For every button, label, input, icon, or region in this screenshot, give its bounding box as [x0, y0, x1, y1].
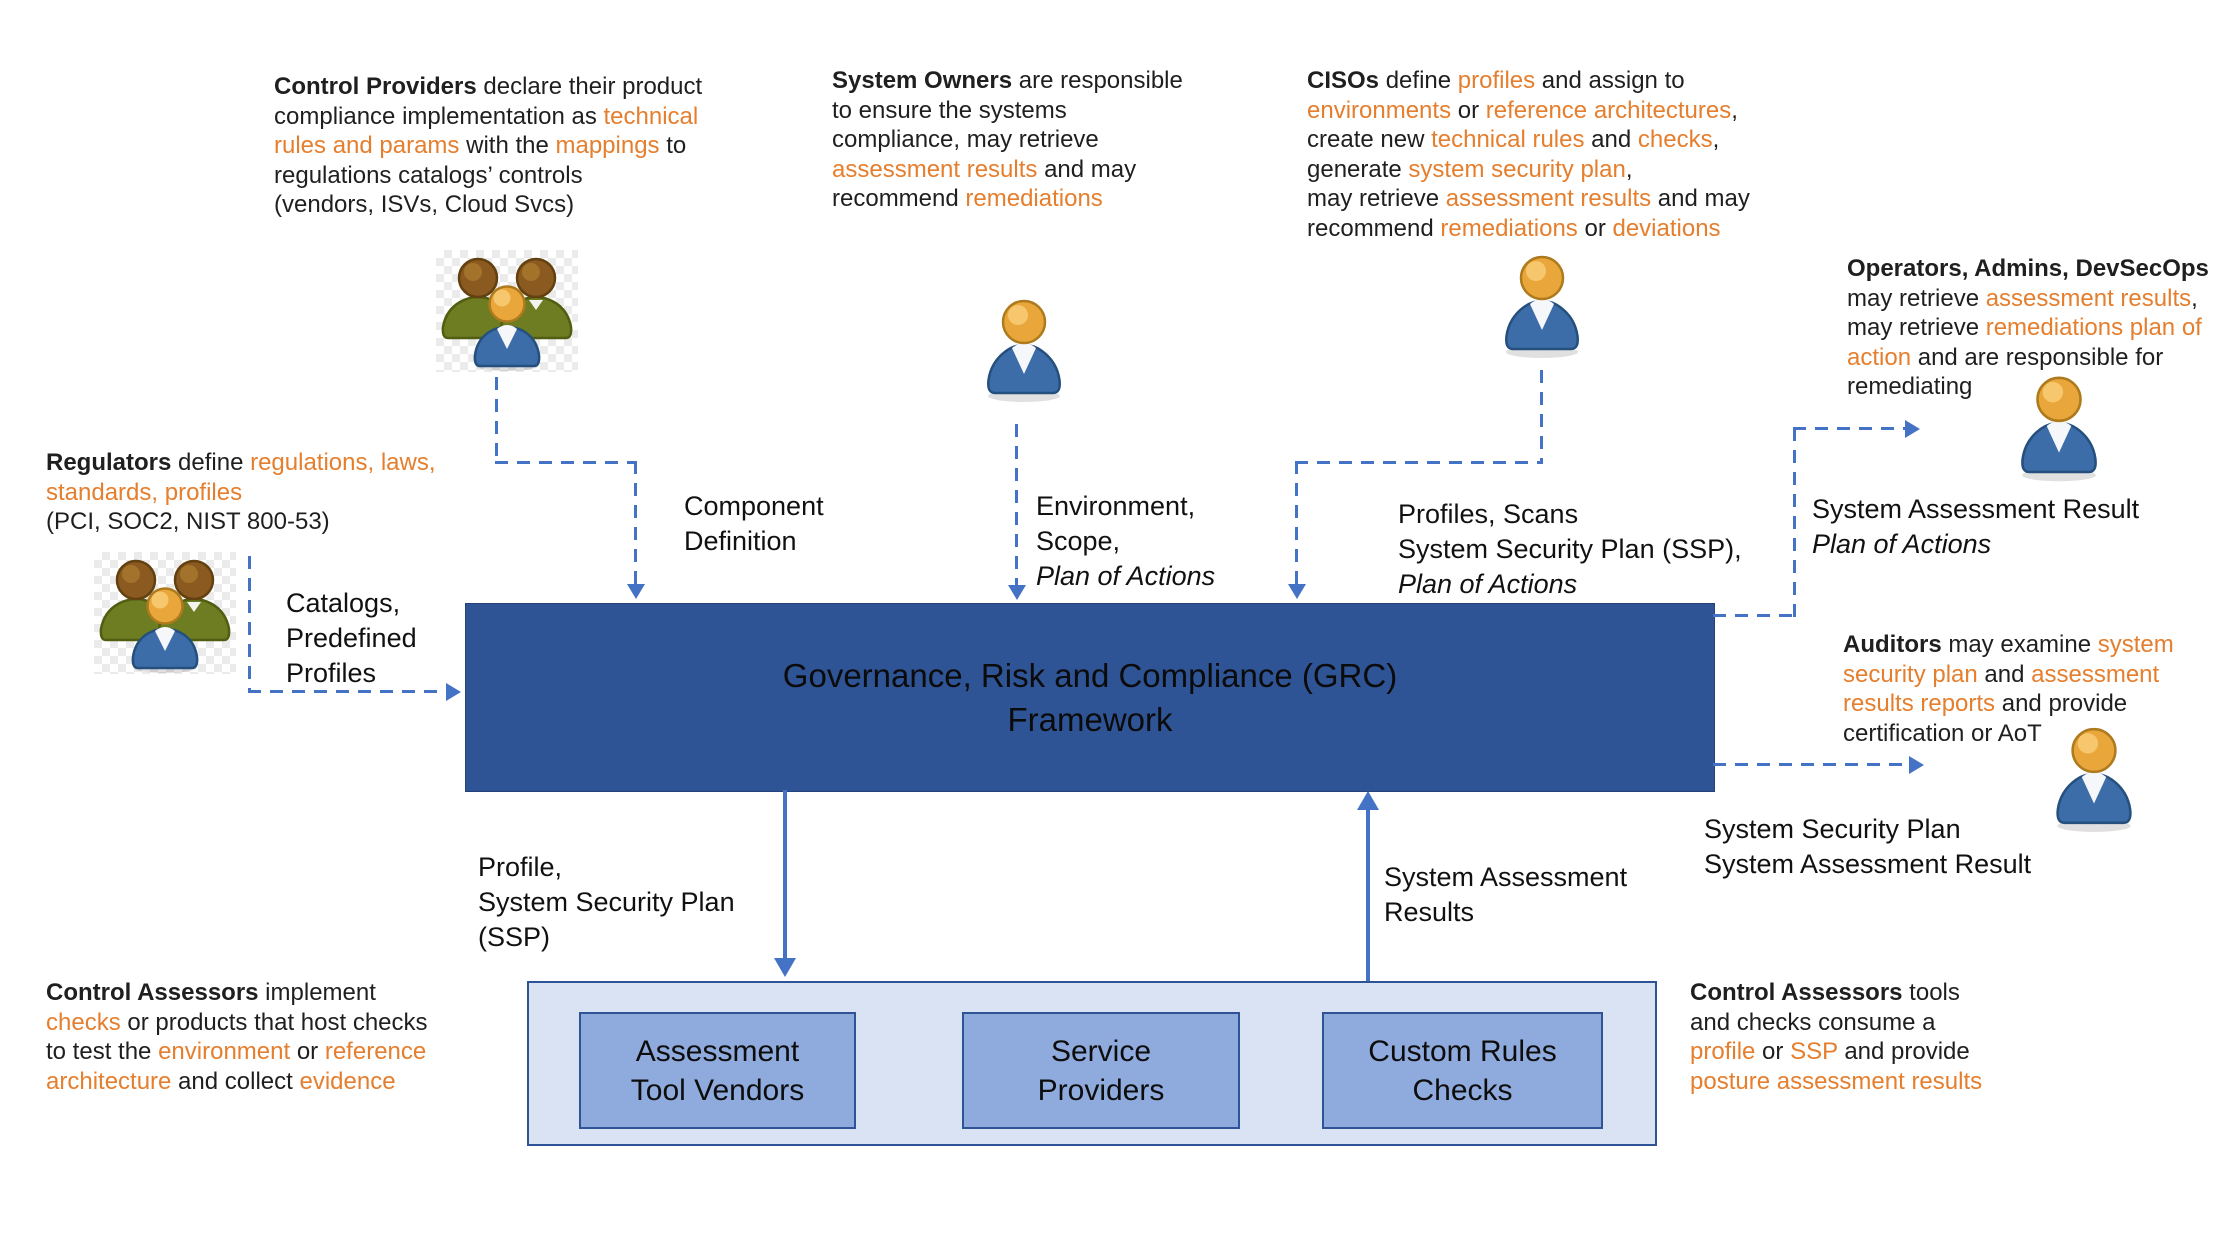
operators-person-icon: [2016, 372, 2102, 484]
label-environment-scope-poa: Environment,Scope,Plan of Actions: [1036, 491, 1216, 591]
arrowhead-component-definition: [627, 584, 645, 599]
connector-auditors-seg1: [1713, 763, 1909, 766]
arrowhead-profile-ssp: [774, 958, 796, 977]
person-icon: [2021, 376, 2097, 482]
connector-ciso-seg3: [1295, 461, 1298, 585]
grc-framework-box: Governance, Risk and Compliance (GRC)Fra…: [465, 603, 1715, 792]
connector-system-owner-seg1: [1015, 424, 1018, 586]
connector-profile-ssp-down: [783, 790, 787, 960]
connector-control-providers-seg3: [634, 461, 637, 585]
people-group-icon: [99, 559, 231, 673]
connector-control-providers-seg1: [495, 377, 498, 463]
arrowhead-auditors: [1909, 756, 1924, 774]
person-icon: [987, 299, 1061, 402]
arrowhead-environment-scope: [1008, 585, 1026, 600]
connector-ciso-seg2: [1295, 461, 1543, 464]
arrowhead-profiles-scans: [1288, 584, 1306, 599]
grc-framework-title: Governance, Risk and Compliance (GRC)Fra…: [782, 656, 1398, 738]
connector-ciso-seg1: [1540, 370, 1543, 464]
person-icon: [2056, 727, 2132, 832]
control-providers-group-icon: [436, 250, 578, 372]
person-icon: [1505, 255, 1579, 358]
label-profile-ssp: Profile,System Security Plan(SSP): [478, 852, 735, 952]
connector-regulators-seg1: [248, 556, 251, 692]
connector-control-providers-seg2: [495, 461, 637, 464]
arrowhead-catalogs: [446, 683, 461, 701]
auditor-person-icon: [2048, 724, 2140, 834]
arrowhead-operators: [1905, 420, 1920, 438]
ciso-person-icon: [1500, 250, 1584, 362]
connector-regulators-seg2: [248, 690, 446, 693]
system-owner-person-icon: [982, 294, 1066, 406]
connector-assessment-results-up: [1366, 809, 1370, 981]
regulators-note: Regulators define regulations, laws,stan…: [46, 449, 436, 535]
connector-operators-seg3: [1793, 427, 1905, 430]
connector-operators-seg1: [1713, 614, 1797, 617]
connector-operators-seg2: [1793, 428, 1796, 617]
arrowhead-assessment-results: [1357, 791, 1379, 810]
people-group-icon: [441, 257, 573, 371]
regulators-group-icon: [94, 552, 236, 674]
